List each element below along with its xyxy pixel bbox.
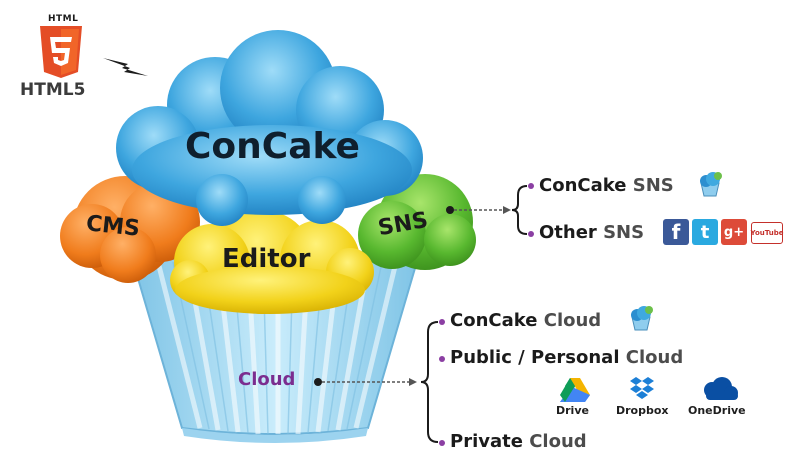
- drive-logo-icon: [560, 378, 590, 402]
- concake-cloud-cupcake-icon: [631, 306, 653, 331]
- concake-cloud: [116, 30, 423, 226]
- google-plus-icon: g+: [721, 219, 747, 245]
- item-name: Public / Personal: [450, 347, 620, 368]
- item-suffix: SNS: [603, 222, 645, 243]
- bullet-dot: [439, 356, 445, 362]
- item-suffix: Cloud: [529, 431, 587, 452]
- list-item-public-personal-cloud: Public / Personal Cloud: [450, 347, 683, 368]
- concake-cupcake-icon: [700, 172, 722, 197]
- list-item-private-cloud: Private Cloud: [450, 431, 587, 452]
- list-item-concake-sns: ConCake SNS: [539, 175, 674, 196]
- bullet-dot: [439, 319, 445, 325]
- sns-cloud: [358, 174, 476, 270]
- html5-badge-text: HTML: [48, 14, 79, 24]
- item-name: Private: [450, 431, 523, 452]
- html5-caption: HTML5: [20, 80, 86, 100]
- lightning-icon: [103, 58, 148, 76]
- item-suffix: Cloud: [543, 310, 602, 331]
- bullet-dot: [439, 440, 445, 446]
- item-suffix: Cloud: [625, 347, 684, 368]
- dropbox-logo-icon: [630, 377, 654, 399]
- item-name: ConCake: [539, 175, 627, 196]
- editor-label: Editor: [222, 244, 311, 274]
- cloud-connector: [314, 321, 439, 443]
- concake-title: ConCake: [185, 126, 360, 167]
- bullet-dot: [528, 183, 534, 189]
- cloud-label: Cloud: [238, 369, 296, 390]
- onedrive-label: OneDrive: [688, 404, 746, 417]
- list-item-other-sns: Other SNS: [539, 222, 644, 243]
- html5-logo-icon: [40, 26, 82, 78]
- facebook-icon: f: [663, 219, 689, 245]
- dropbox-label: Dropbox: [616, 404, 669, 417]
- youtube-icon: YouTube: [751, 222, 783, 244]
- list-item-concake-cloud: ConCake Cloud: [450, 310, 601, 331]
- onedrive-logo-icon: [704, 377, 738, 400]
- sns-connector: [446, 185, 528, 235]
- item-suffix: SNS: [632, 175, 674, 196]
- editor-cloud: [170, 210, 374, 314]
- bullet-dot: [528, 231, 534, 237]
- item-name: ConCake: [450, 310, 538, 331]
- drive-label: Drive: [556, 404, 589, 417]
- item-name: Other: [539, 222, 597, 243]
- twitter-icon: t: [692, 219, 718, 245]
